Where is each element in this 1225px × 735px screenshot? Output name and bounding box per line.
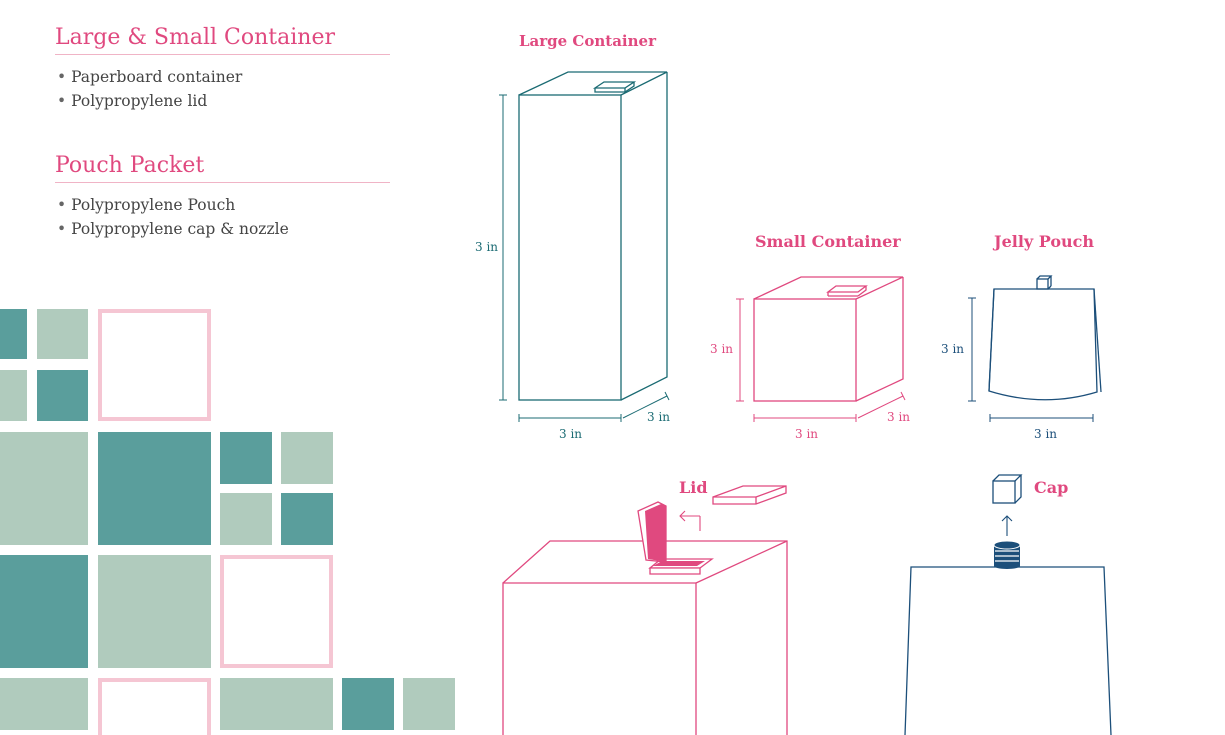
large-container-width-label: 3 in — [559, 427, 583, 441]
jelly-pouch-title: Jelly Pouch — [994, 232, 1095, 251]
list-item: Polypropylene cap & nozzle — [57, 217, 289, 241]
small-container-width-label: 3 in — [795, 427, 819, 441]
small-container-height-label: 3 in — [710, 342, 734, 356]
tile-light — [37, 309, 88, 359]
cap-label: Cap — [1034, 478, 1069, 497]
tile-dark — [37, 370, 88, 421]
tile-outline — [98, 678, 211, 735]
tile-light — [403, 678, 455, 730]
tile-light — [220, 493, 272, 545]
lid-label: Lid — [679, 478, 708, 497]
arrow-left-icon — [679, 510, 701, 531]
small-container-box — [753, 276, 904, 402]
tile-light — [0, 432, 88, 545]
section-title-pouch: Pouch Packet — [55, 153, 390, 183]
tile-dark — [281, 493, 333, 545]
tile-dark — [342, 678, 394, 730]
large-container-dimension-lines — [499, 94, 670, 422]
cap-detail-cap — [992, 474, 1023, 504]
small-container-depth-label: 3 in — [887, 410, 911, 424]
large-container-box — [518, 71, 668, 401]
large-container-depth-label: 3 in — [647, 410, 671, 424]
section-title-containers: Large & Small Container — [55, 25, 390, 55]
containers-materials-list: Paperboard container Polypropylene lid — [57, 65, 242, 113]
large-container-title: Large Container — [519, 32, 656, 50]
small-container-dimension-lines — [736, 298, 906, 422]
lid-detail-pieces — [637, 485, 787, 575]
jelly-pouch-width-label: 3 in — [1034, 427, 1058, 441]
jelly-pouch-outline — [988, 275, 1102, 401]
list-item: Polypropylene Pouch — [57, 193, 289, 217]
tile-light — [0, 678, 88, 730]
tile-light — [0, 370, 27, 421]
small-container-title: Small Container — [755, 232, 901, 251]
list-item: Polypropylene lid — [57, 89, 242, 113]
decorative-tile-mosaic — [0, 309, 455, 735]
list-item: Paperboard container — [57, 65, 242, 89]
cap-detail-nozzle — [993, 540, 1021, 569]
tile-dark — [220, 432, 272, 484]
tile-light — [220, 678, 333, 730]
jelly-pouch-height-label: 3 in — [941, 342, 965, 356]
arrow-up-icon — [1001, 515, 1013, 536]
large-container-height-label: 3 in — [475, 240, 499, 254]
tile-outline — [98, 309, 211, 421]
tile-dark — [0, 309, 27, 359]
pouch-materials-list: Polypropylene Pouch Polypropylene cap & … — [57, 193, 289, 241]
tile-outline — [220, 555, 333, 668]
cap-detail-pouch — [904, 566, 1112, 735]
jelly-pouch-dimension-lines — [968, 297, 1094, 422]
tile-dark — [0, 555, 88, 668]
tile-dark — [98, 432, 211, 545]
tile-light — [281, 432, 333, 484]
tile-light — [98, 555, 211, 668]
lid-detail-container — [502, 540, 788, 735]
